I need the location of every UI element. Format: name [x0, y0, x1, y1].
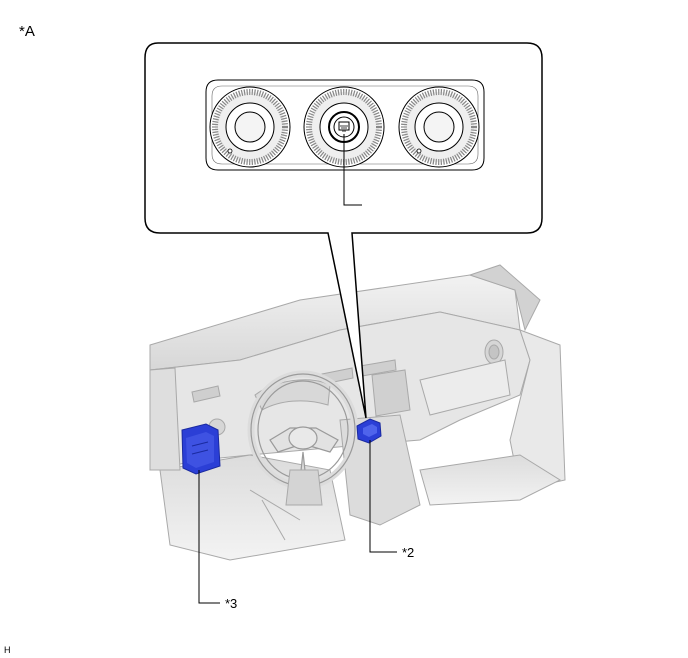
dash-left-end	[149, 367, 181, 471]
corner-code: H	[4, 645, 11, 655]
leader-2	[369, 440, 397, 553]
callout-label-2: *2	[402, 545, 415, 560]
glovebox	[419, 359, 511, 416]
center-switch-icon	[338, 121, 350, 132]
right-knob	[398, 86, 480, 168]
part-2-highlight	[356, 418, 382, 444]
floor-right	[419, 454, 562, 506]
view-label: *A	[19, 23, 35, 40]
leader-lines	[198, 134, 397, 604]
a-pillar	[468, 264, 541, 332]
callout-label-3: *3	[225, 596, 238, 611]
part-3-highlight	[181, 423, 221, 475]
pedal-area	[249, 489, 301, 541]
leader-3	[198, 470, 220, 604]
car-interior	[149, 264, 566, 561]
center-display	[371, 369, 411, 417]
climate-control-panel	[205, 79, 485, 171]
steering-column	[285, 469, 323, 506]
left-vent	[191, 385, 221, 403]
center-console	[339, 414, 421, 526]
left-knob	[209, 86, 291, 168]
leader-1	[343, 134, 362, 206]
steering-wheel	[247, 370, 359, 490]
